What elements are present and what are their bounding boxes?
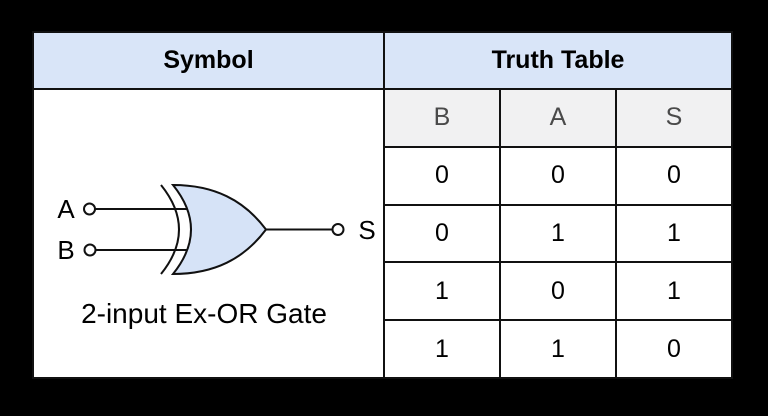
input-b-label: B [57, 235, 74, 265]
symbol-column-header: Symbol [34, 33, 385, 88]
card-header-row: Symbol Truth Table [34, 33, 731, 90]
output-terminal [331, 223, 345, 236]
truth-cell: 0 [667, 161, 681, 190]
truth-cell: 0 [501, 263, 617, 320]
input-b-terminal [83, 243, 97, 257]
truth-table-row: 0 1 1 [385, 205, 731, 264]
truth-col-header-a: A [501, 90, 617, 146]
truth-cell: 1 [667, 276, 681, 305]
xor-gate-diagram: A B S 2-input Ex-OR Gate [57, 183, 376, 329]
truth-table-column-header: Truth Table [385, 33, 731, 88]
truth-cell: 1 [385, 263, 501, 320]
xor-gate-body [170, 183, 268, 276]
truth-cell: 1 [385, 321, 501, 377]
output-label: S [358, 215, 375, 245]
truth-table-header-row: B A S [385, 90, 731, 148]
card-body: A B S 2-input Ex-OR Gate B A S 0 0 0 [34, 90, 731, 377]
input-a-label: A [57, 194, 75, 224]
truth-table-row: 1 0 1 [385, 263, 731, 322]
truth-col-header-b: B [385, 90, 501, 146]
gate-reference-card: Symbol Truth Table [32, 31, 733, 379]
input-a-terminal [83, 202, 96, 216]
truth-col-header-s: S [617, 90, 731, 146]
symbol-cell: A B S 2-input Ex-OR Gate [34, 90, 385, 377]
truth-table: B A S 0 0 0 0 1 1 1 0 1 [385, 90, 731, 377]
truth-cell: 0 [385, 147, 501, 204]
gate-caption: 2-input Ex-OR Gate [81, 298, 327, 329]
truth-cell: 1 [667, 218, 681, 247]
truth-cell: 0 [501, 147, 617, 204]
truth-cell: 1 [501, 205, 617, 262]
truth-cell: 0 [385, 205, 501, 262]
truth-cell: 0 [667, 334, 681, 363]
truth-table-row: 1 1 0 [385, 321, 731, 377]
truth-table-row: 0 0 0 [385, 147, 731, 206]
truth-cell: 1 [501, 321, 617, 377]
xor-extra-curve [160, 184, 180, 275]
